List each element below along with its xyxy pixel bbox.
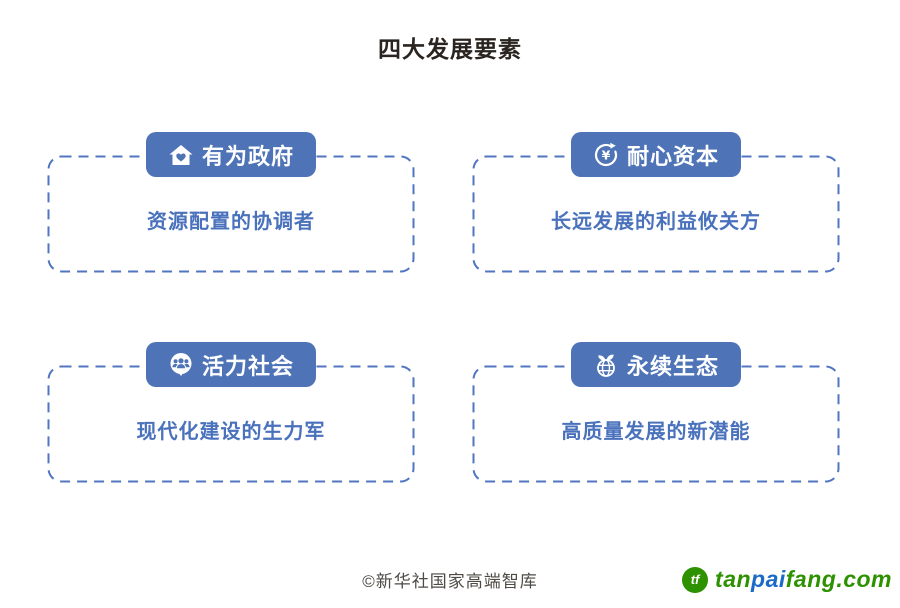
card-government: 有为政府 资源配置的协调者 — [47, 132, 415, 273]
card-header-society: 活力社会 — [145, 342, 317, 387]
dashed-border — [472, 365, 840, 483]
people-group-icon — [168, 352, 194, 378]
globe-leaves-icon — [593, 352, 619, 378]
copyright-credit: ©新华社国家高端智库 — [362, 572, 538, 591]
yen-cycle-icon: ¥ — [593, 142, 619, 168]
card-label: 永续生态 — [626, 353, 720, 379]
card-capital: ¥ 耐心资本 长远发展的利益攸关方 — [472, 132, 840, 273]
card-ecology: 永续生态 高质量发展的新潜能 — [472, 342, 840, 483]
page-title: 四大发展要素 — [378, 36, 522, 62]
card-header-government: 有为政府 — [145, 132, 317, 177]
card-label: 有为政府 — [201, 143, 295, 169]
tanpaifang-logo-icon: tf — [682, 566, 709, 593]
card-description: 高质量发展的新潜能 — [561, 420, 751, 443]
card-label: 耐心资本 — [626, 143, 720, 169]
card-description: 资源配置的协调者 — [147, 210, 315, 233]
dashed-border — [47, 155, 415, 273]
card-header-ecology: 永续生态 — [570, 342, 742, 387]
watermark-segment: fang.com — [785, 566, 892, 592]
watermark-segment: tan — [715, 566, 752, 592]
watermark-segment: pai — [751, 566, 786, 592]
card-description: 长远发展的利益攸关方 — [551, 210, 761, 233]
card-society: 活力社会 现代化建设的生力军 — [47, 342, 415, 483]
card-label: 活力社会 — [201, 353, 295, 379]
watermark: tf tanpaifang.com — [682, 566, 892, 593]
house-heart-icon — [168, 142, 194, 168]
card-description: 现代化建设的生力军 — [136, 420, 326, 443]
card-header-capital: ¥ 耐心资本 — [570, 132, 742, 177]
dashed-border — [47, 365, 415, 483]
watermark-text: tanpaifang.com — [715, 566, 892, 593]
svg-text:¥: ¥ — [602, 147, 611, 162]
dashed-border — [472, 155, 840, 273]
